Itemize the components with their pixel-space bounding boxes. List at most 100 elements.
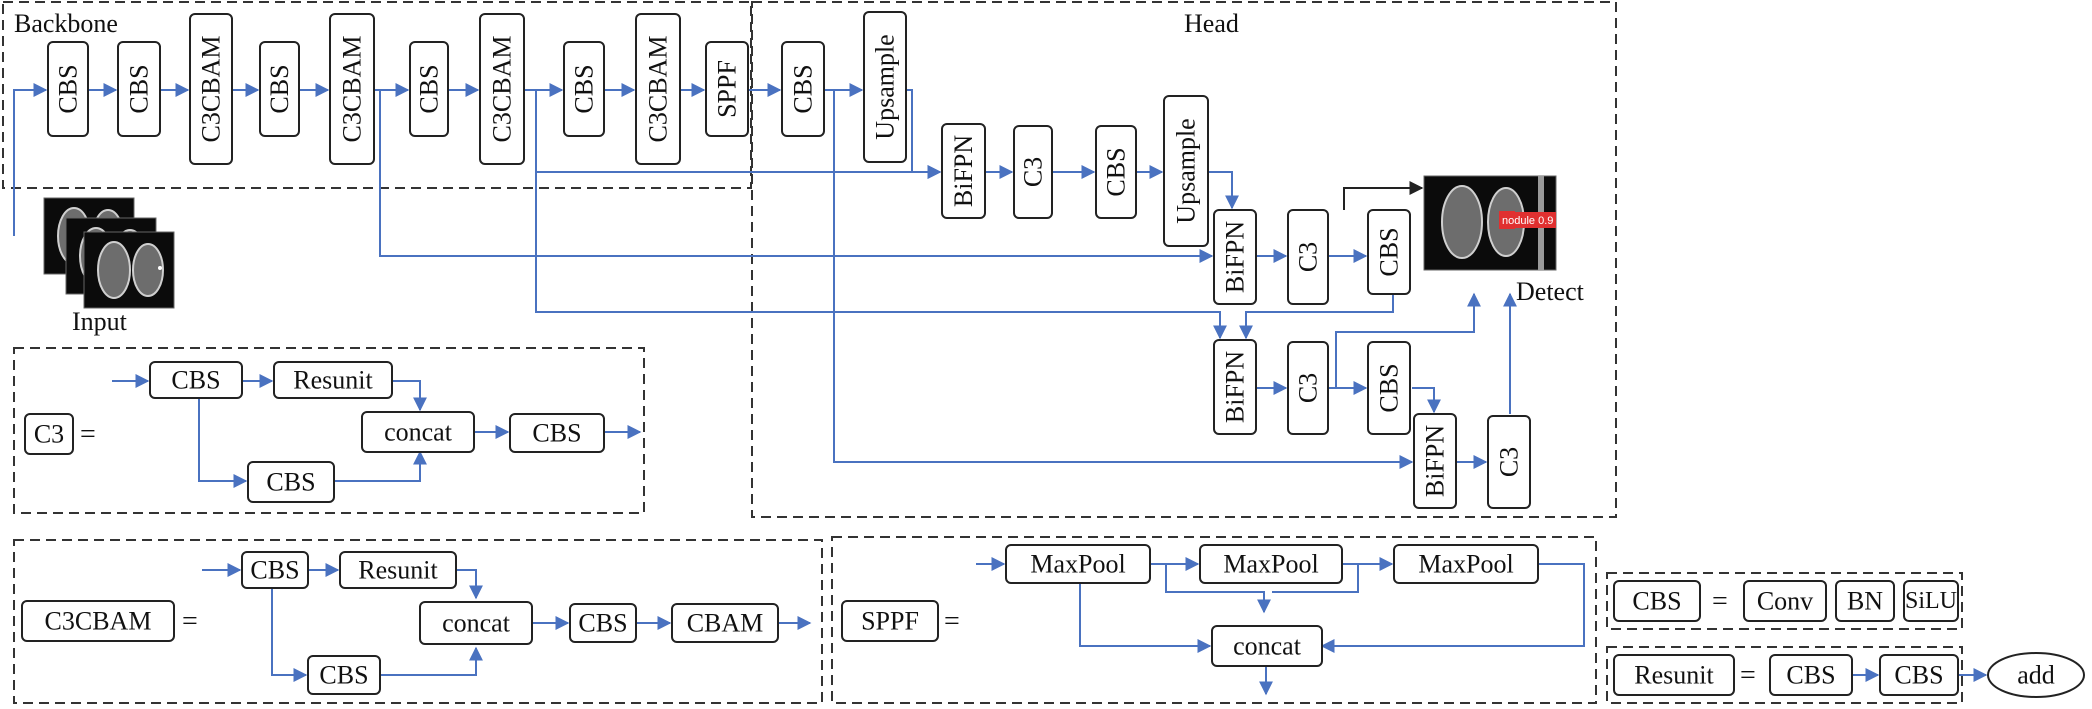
detect-label: Detect	[1516, 277, 1585, 306]
svg-text:C3: C3	[34, 420, 64, 449]
head-block-c3-2: C3	[1287, 209, 1329, 305]
c3cbam-concat: concat	[419, 601, 533, 645]
svg-text:Resunit: Resunit	[358, 556, 438, 585]
head-block-bifpn-1: BiFPN	[941, 123, 986, 219]
svg-text:C3: C3	[1294, 373, 1323, 403]
svg-text:MaxPool: MaxPool	[1223, 550, 1318, 579]
svg-text:CBS: CBS	[1786, 661, 1835, 690]
svg-text:Resunit: Resunit	[1634, 661, 1714, 690]
svg-text:BN: BN	[1847, 587, 1883, 616]
resunit-legend-cbs-1: CBS	[1769, 654, 1853, 696]
svg-text:concat: concat	[1233, 632, 1302, 661]
backbone-block-c3cbam-4: C3CBAM	[635, 13, 681, 165]
head-block-bifpn-2: BiFPN	[1213, 209, 1257, 305]
backbone-block-c3cbam-3: C3CBAM	[479, 13, 525, 165]
c3cbam-legend-equals: =	[182, 606, 198, 637]
svg-text:CBS: CBS	[532, 419, 581, 448]
cbs-legend-equals: =	[1712, 586, 1728, 617]
resunit-legend-cbs-2: CBS	[1879, 654, 1959, 696]
svg-text:BiFPN: BiFPN	[949, 135, 978, 207]
svg-text:CBS: CBS	[266, 468, 315, 497]
head-block-cbs-top: CBS	[781, 41, 825, 137]
c3cbam-legend-name: C3CBAM	[21, 600, 175, 642]
svg-text:BiFPN: BiFPN	[1221, 221, 1250, 293]
svg-text:C3CBAM: C3CBAM	[338, 36, 367, 143]
svg-text:Upsample: Upsample	[871, 34, 900, 139]
backbone-blocks: CBS CBS C3CBAM CBS C3CBAM CBS C3CBAM CB	[47, 13, 749, 165]
backbone-block-c3cbam-1: C3CBAM	[189, 13, 233, 165]
head-block-upsample-1: Upsample	[863, 11, 907, 163]
detection-label: nodule 0.9	[1502, 215, 1553, 227]
svg-text:Conv: Conv	[1757, 587, 1813, 616]
svg-text:CBS: CBS	[1375, 363, 1404, 412]
svg-text:CBS: CBS	[415, 64, 444, 113]
sppf-maxpool-1: MaxPool	[1005, 544, 1151, 584]
cbs-legend: CBS = Conv BN SiLU	[1613, 580, 1959, 622]
svg-text:BiFPN: BiFPN	[1221, 351, 1250, 423]
head-block-c3-1: C3	[1013, 125, 1053, 219]
svg-text:C3CBAM: C3CBAM	[644, 36, 673, 143]
svg-text:C3CBAM: C3CBAM	[45, 607, 152, 636]
svg-text:C3CBAM: C3CBAM	[197, 36, 226, 143]
c3-resunit: Resunit	[273, 361, 393, 399]
resunit-legend-equals: =	[1740, 660, 1756, 691]
input-label: Input	[72, 307, 128, 336]
svg-text:CBS: CBS	[265, 64, 294, 113]
head-block-cbs-2: CBS	[1367, 209, 1411, 295]
sppf-maxpool-3: MaxPool	[1393, 544, 1539, 584]
cbs-legend-silu: SiLU	[1903, 580, 1959, 622]
c3cbam-cbs-out: CBS	[569, 603, 637, 643]
cbs-legend-name: CBS	[1613, 580, 1701, 622]
ct-slice-3	[83, 231, 175, 309]
svg-text:add: add	[2017, 661, 2055, 690]
c3-cbs-out: CBS	[509, 413, 605, 453]
svg-text:SiLU: SiLU	[1905, 588, 1957, 614]
svg-text:CBS: CBS	[570, 64, 599, 113]
svg-text:SPPF: SPPF	[713, 60, 742, 118]
sppf-legend-name: SPPF	[841, 600, 939, 642]
input-ct-stack	[43, 197, 175, 309]
svg-text:CBS: CBS	[171, 366, 220, 395]
svg-text:CBS: CBS	[1632, 587, 1681, 616]
svg-text:Resunit: Resunit	[293, 366, 373, 395]
sppf-concat: concat	[1211, 625, 1323, 667]
head-block-cbs-3: CBS	[1367, 341, 1411, 435]
backbone-block-cbs-4: CBS	[409, 41, 449, 137]
head-frame	[751, 1, 1617, 518]
head-block-cbs-1: CBS	[1095, 125, 1137, 219]
detection-box: nodule 0.9	[1499, 211, 1556, 229]
head-wires	[379, 89, 1517, 469]
c3-cbs-branch: CBS	[247, 461, 335, 503]
detect-output-image: nodule 0.9	[1423, 175, 1557, 271]
svg-text:concat: concat	[442, 609, 511, 638]
svg-text:CBS: CBS	[125, 64, 154, 113]
svg-text:MaxPool: MaxPool	[1030, 550, 1125, 579]
c3-concat: concat	[361, 411, 475, 453]
c3cbam-cbs-in: CBS	[241, 551, 309, 589]
c3-legend-equals: =	[80, 419, 96, 450]
sppf-legend-frame	[831, 536, 1597, 704]
c3-legend-frame	[13, 347, 645, 514]
cbs-legend-conv: Conv	[1743, 580, 1827, 622]
svg-text:Upsample: Upsample	[1172, 118, 1201, 223]
svg-text:CBS: CBS	[250, 556, 299, 585]
svg-text:CBS: CBS	[1102, 147, 1131, 196]
cbs-legend-bn: BN	[1835, 580, 1895, 622]
backbone-title: Backbone	[14, 9, 118, 38]
c3cbam-legend-frame	[13, 539, 823, 704]
head-blocks: CBS Upsample BiFPN C3 CBS Upsample BiFPN	[781, 11, 1531, 509]
head-title: Head	[1184, 9, 1239, 38]
backbone-block-c3cbam-2: C3CBAM	[329, 13, 375, 165]
svg-text:SPPF: SPPF	[861, 607, 919, 636]
svg-text:concat: concat	[384, 418, 453, 447]
resunit-legend-name: Resunit	[1613, 654, 1735, 696]
svg-text:C3: C3	[1294, 242, 1323, 272]
c3cbam-cbam: CBAM	[671, 603, 779, 643]
c3cbam-resunit: Resunit	[339, 551, 457, 589]
head-block-c3-3: C3	[1287, 341, 1329, 435]
sppf-legend: SPPF = MaxPool MaxPool MaxPool concat	[841, 544, 1585, 696]
svg-text:C3: C3	[1019, 157, 1048, 187]
c3-cbs-in: CBS	[149, 361, 243, 399]
c3-legend: C3 = CBS Resunit concat CBS CBS	[24, 361, 642, 503]
